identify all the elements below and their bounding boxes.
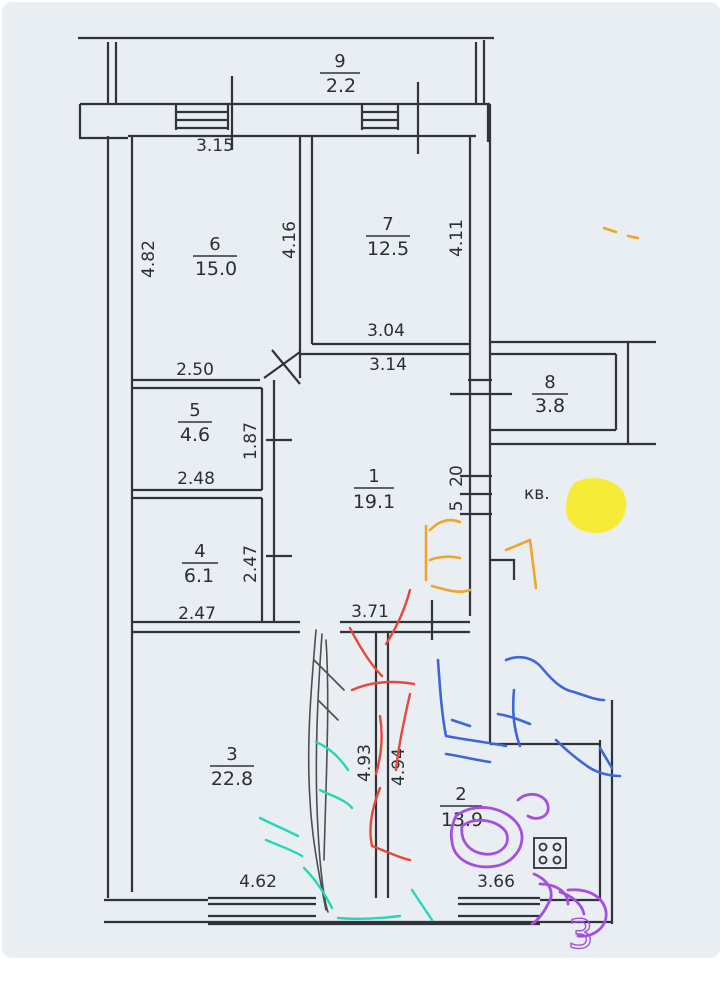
window-bottom-right [458,896,540,926]
dim-2-47-vertical: 2.47 [241,545,261,583]
dim-3-66: 3.66 [477,872,515,892]
walls [78,36,656,926]
apartment-label: кв. [524,484,550,504]
dim-4-16: 4.16 [280,221,300,259]
room-9-number: 9 [334,51,345,72]
dim-2-48: 2.48 [177,469,215,489]
dim-3-71: 3.71 [351,602,389,622]
handwritten-three: 3 [568,912,593,958]
paper-sheet [2,2,720,958]
tick-marks [230,76,512,640]
outer-wall-top [78,102,490,142]
window-bottom-left [208,896,316,926]
wall-5-bottom [132,488,262,500]
room-9-area: 2.2 [326,75,356,97]
dim-4-62: 4.62 [239,872,277,892]
wall-4-bottom [132,620,470,634]
dim-3-15: 3.15 [196,136,234,156]
purple-scribble [449,792,608,938]
door-swing-6 [263,349,301,385]
wall-3-2 [374,632,390,898]
room-8-area: 3.8 [535,395,565,417]
dim-3-04: 3.04 [367,321,405,341]
orange-scribble [424,226,640,593]
dim-20: 20 [447,465,467,487]
dim-5: 5 [447,501,467,512]
outer-wall-right [468,104,492,744]
red-scribble [348,588,416,862]
blue-scribble [436,655,622,778]
wall-6-bottom [132,378,262,390]
dim-4-82: 4.82 [139,240,159,278]
window-top-right [360,104,400,130]
marker-scribbles [258,226,640,938]
dim-4-11: 4.11 [447,219,467,257]
outer-wall-left [106,136,134,898]
dim-3-14: 3.14 [369,355,407,375]
room-4-area: 6.1 [184,565,214,587]
yellow-highlight [566,478,627,533]
corridor-notch [490,558,516,580]
wall-7-bottom [300,342,470,356]
room-1-number: 1 [368,466,379,487]
room-6-number: 6 [209,234,220,255]
dimension-labels: 3.15 4.82 4.16 4.11 3.04 3.14 2.50 1.87 … [139,136,550,892]
teal-scribble [258,740,434,922]
dim-1-87: 1.87 [241,422,261,460]
room-7-area: 12.5 [367,238,409,260]
outer-wall-bottom [104,700,614,926]
stove-icon [533,837,567,869]
dim-2-50: 2.50 [176,360,214,380]
window-top-left [174,104,230,130]
dim-4-94: 4.94 [389,748,409,786]
wall-5-right [260,380,276,622]
room-3-area: 22.8 [211,768,253,790]
room-2-number: 2 [455,784,466,805]
room-8-number: 8 [544,372,555,393]
dim-4-93: 4.93 [355,744,375,782]
room-5-area: 4.6 [180,424,210,446]
room-1-area: 19.1 [353,491,395,513]
room-5-number: 5 [189,400,200,421]
dim-2-47-horizontal: 2.47 [178,604,216,624]
room-7-number: 7 [382,214,393,235]
dark-scribble [307,629,345,913]
room-4-number: 4 [194,541,205,562]
room-8-outline [490,340,656,446]
wall-6-7 [298,136,314,378]
balcony-outline [78,36,494,104]
room-3-number: 3 [226,744,237,765]
room-6-area: 15.0 [195,258,237,280]
room-labels: 9 2.2 6 15.0 7 12.5 8 3.8 5 4.6 1 19.1 4… [178,51,568,831]
